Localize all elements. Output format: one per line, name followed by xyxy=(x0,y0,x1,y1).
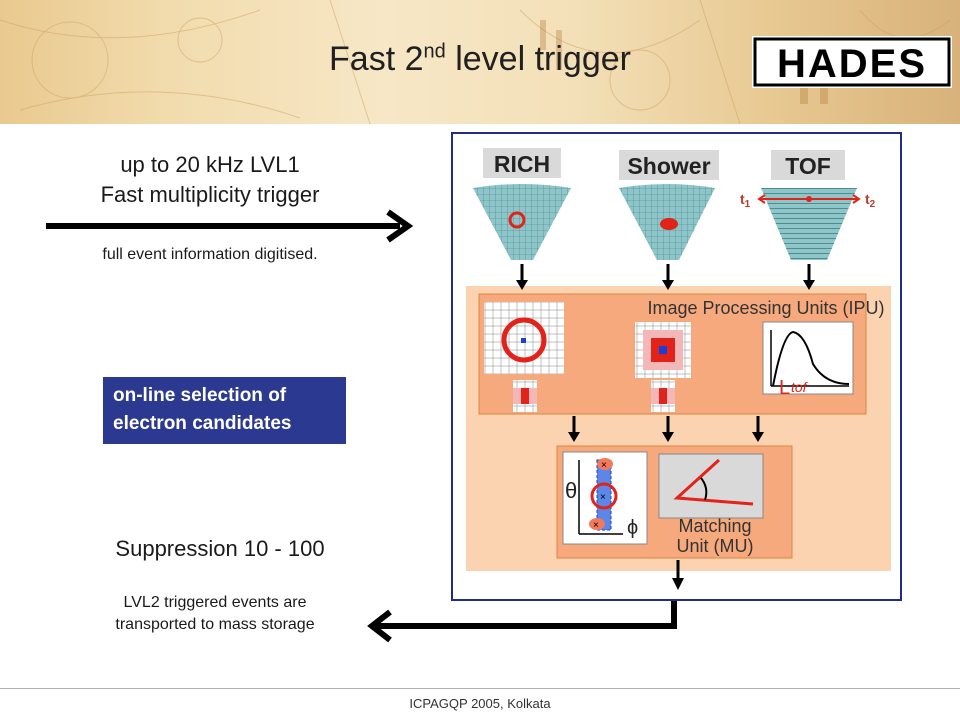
mu-output-arrow xyxy=(672,560,684,590)
footer-text: ICPAGQP 2005, Kolkata xyxy=(409,696,551,711)
selection-box: on-line selection of electron candidates xyxy=(103,377,346,444)
digitised-note: full event information digitised. xyxy=(102,246,318,263)
theta-phi-plot: × × × θ ϕ xyxy=(562,451,648,545)
tof-axis-tick: L xyxy=(779,377,790,399)
rich-ring-hit xyxy=(508,211,526,229)
tof-t1: t1 xyxy=(740,191,751,210)
lvl2-line2: transported to mass storage xyxy=(115,616,315,633)
lvl1-line2: Fast multiplicity trigger xyxy=(100,182,320,207)
tof-time-plot: L tof xyxy=(762,321,854,399)
input-arrow xyxy=(46,209,414,243)
hades-logo: HADES xyxy=(752,36,952,88)
tof-label-box xyxy=(771,150,845,180)
logo-text: HADES xyxy=(777,42,927,86)
shower-hit xyxy=(660,218,678,230)
lvl2-line1: LVL2 triggered events are xyxy=(123,594,307,611)
rich-label: RICH xyxy=(494,151,550,177)
svg-text:×: × xyxy=(593,520,599,531)
tof-detector: t1 t2 xyxy=(740,188,876,260)
slide-title: Fast 2nd level trigger xyxy=(0,40,960,79)
selection-line2: electron candidates xyxy=(113,413,292,434)
ipu-label: Image Processing Units (IPU) xyxy=(647,298,884,318)
header-background: Fast 2nd level trigger HADES xyxy=(0,0,960,124)
matching-angle-plot xyxy=(658,453,764,519)
shower-label: Shower xyxy=(627,153,710,179)
rich-detector xyxy=(473,184,571,260)
shower-detector xyxy=(619,184,715,260)
tof-axis-label: tof xyxy=(791,379,809,395)
title-text-end: level trigger xyxy=(445,40,631,78)
lvl2-text: LVL2 triggered events are transported to… xyxy=(40,592,390,636)
tof-label: TOF xyxy=(785,153,831,179)
mu-label-line2: Unit (MU) xyxy=(677,536,754,556)
theta-symbol: θ xyxy=(565,478,577,503)
title-text: Fast 2 xyxy=(329,40,424,78)
footer-divider xyxy=(0,688,960,689)
trigger-diagram: RICH Shower TOF t1 t2 xyxy=(466,148,891,590)
lvl1-line1: up to 20 kHz LVL1 xyxy=(120,152,300,177)
suppression-text: Suppression 10 - 100 xyxy=(115,536,325,561)
svg-text:×: × xyxy=(601,460,607,471)
ipu-to-mu-arrows xyxy=(572,416,760,434)
mu-label-line1: Matching xyxy=(678,516,751,536)
rich-label-box xyxy=(483,148,561,178)
rich-pixel-image xyxy=(484,302,564,412)
phi-symbol: ϕ xyxy=(627,517,638,539)
tof-t2: t2 xyxy=(865,191,876,210)
svg-text:×: × xyxy=(600,492,606,503)
lvl1-rate-text: up to 20 kHz LVL1 Fast multiplicity trig… xyxy=(40,150,380,210)
shower-pixel-image xyxy=(635,322,691,412)
trigger-diagram-panel: RICH Shower TOF t1 t2 xyxy=(451,132,902,601)
title-superscript: nd xyxy=(423,40,446,63)
selection-line1: on-line selection of xyxy=(113,385,287,406)
shower-label-box xyxy=(619,150,719,180)
